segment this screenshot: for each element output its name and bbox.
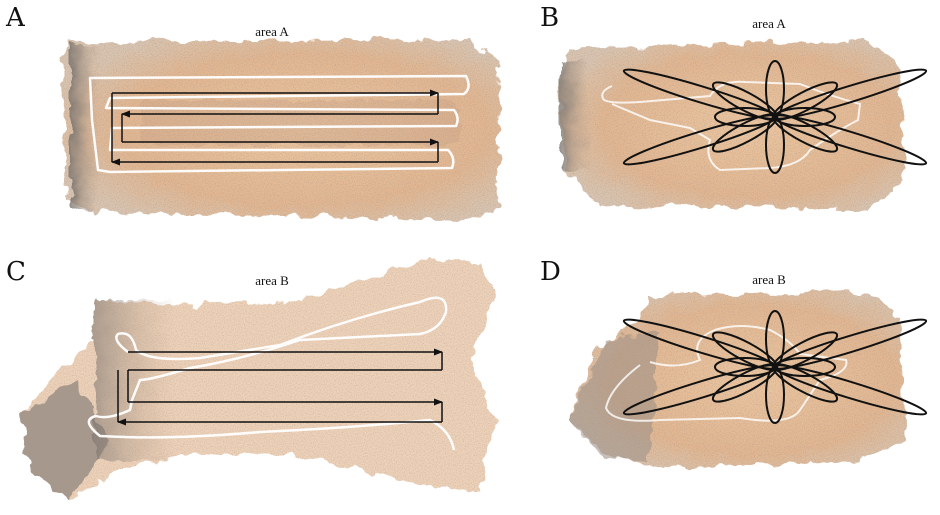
- measured-trajectory: [601, 80, 862, 172]
- area-title: area A: [255, 24, 289, 39]
- fabric-sample-image: [570, 292, 905, 468]
- panel-letter: D: [540, 257, 561, 287]
- panel-letter: B: [540, 3, 559, 33]
- measured-trajectory: [604, 325, 848, 422]
- panel-letter: A: [5, 3, 26, 33]
- measured-trajectory: [88, 74, 470, 174]
- area-title: area B: [255, 273, 289, 288]
- rose-petal: [774, 357, 836, 377]
- rose-petal: [711, 331, 779, 371]
- panel-d: D area B: [540, 257, 928, 468]
- panel-c: C area B: [6, 257, 495, 500]
- measured-trajectory: [87, 296, 456, 451]
- rose-petal: [711, 81, 779, 121]
- planned-raster-path: [111, 89, 439, 166]
- fabric-sample-image: [62, 40, 500, 220]
- panel-letter: C: [6, 257, 26, 287]
- rose-path-pattern: [622, 60, 928, 174]
- panel-a: A area A: [5, 3, 500, 220]
- fabric-sample-image: [20, 258, 495, 500]
- planned-raster-path: [117, 348, 443, 426]
- area-title: area A: [752, 16, 786, 31]
- rose-petal: [771, 363, 839, 403]
- area-title: area B: [752, 272, 786, 287]
- panel-b: B area A: [540, 3, 928, 210]
- rose-petal: [771, 113, 839, 153]
- rose-petal: [774, 107, 836, 127]
- rose-path-pattern: [622, 310, 928, 424]
